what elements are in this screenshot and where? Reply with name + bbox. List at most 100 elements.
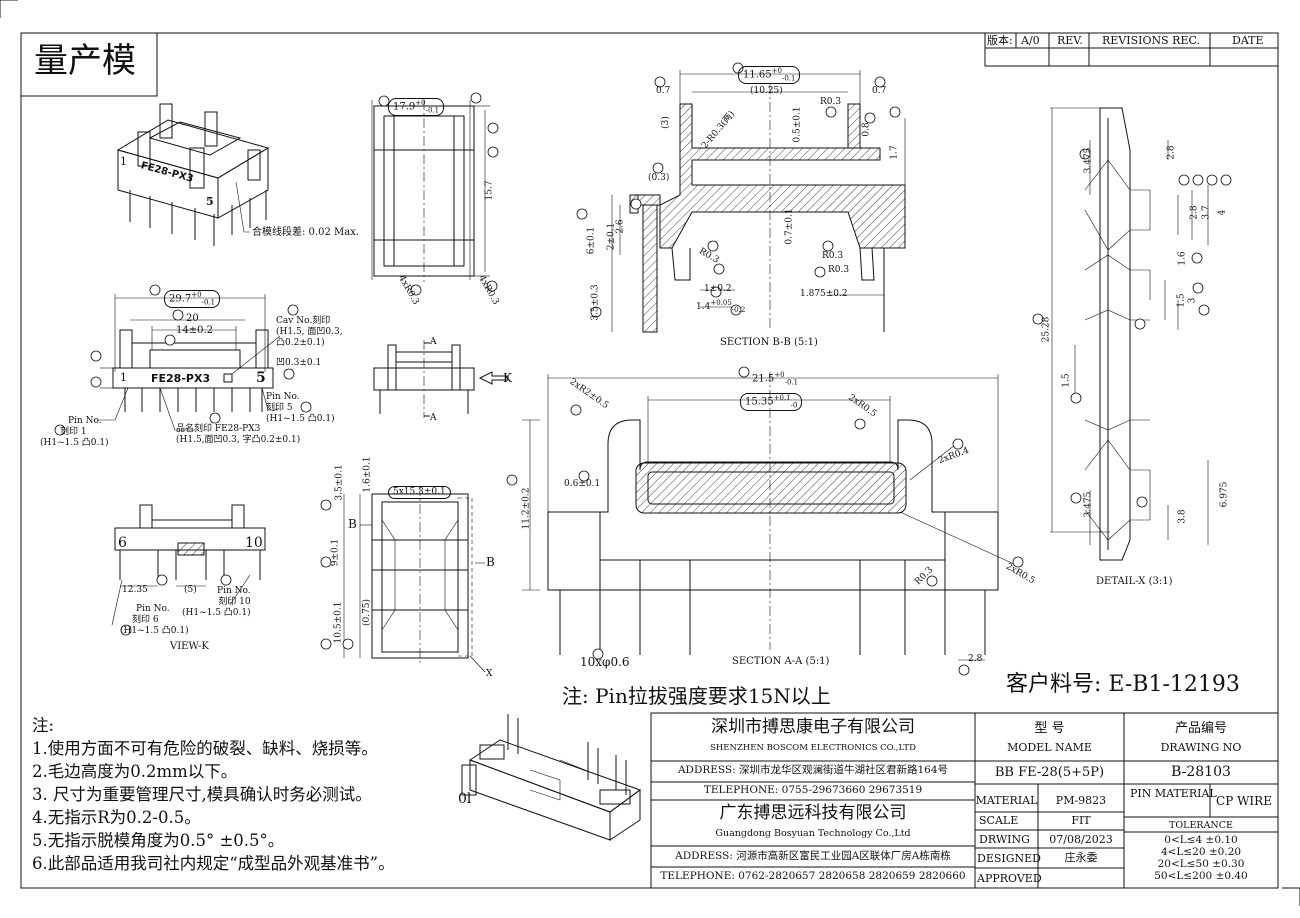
reference-balloon bbox=[590, 306, 602, 318]
reference-balloon bbox=[1032, 313, 1044, 325]
tolerance-row: 20<L≤50 ±0.30 bbox=[1157, 858, 1245, 870]
revisions-header: REVISIONS REC. bbox=[1102, 34, 1200, 47]
reference-balloon bbox=[149, 284, 161, 296]
reference-balloon bbox=[156, 574, 168, 586]
notes-list: 注: 1.使用方面不可有危险的破裂、缺料、烧损等。 2.毛边高度为0.2mm以下… bbox=[32, 714, 452, 875]
section-bb-title: SECTION B-B (5:1) bbox=[720, 337, 818, 348]
reference-balloon bbox=[487, 122, 499, 134]
drwing-value: 07/08/2023 bbox=[1049, 833, 1113, 846]
reference-balloon bbox=[630, 198, 642, 210]
reference-balloon bbox=[172, 309, 184, 321]
reference-balloon bbox=[1136, 496, 1148, 508]
detail-x-mark: X bbox=[486, 669, 493, 679]
reference-balloon bbox=[320, 638, 332, 650]
viewk-pin-ten: 10 bbox=[245, 535, 263, 551]
dim-14: 14±0.2 bbox=[176, 325, 214, 336]
dim-2-8: 2.8 bbox=[968, 654, 983, 664]
reference-balloon bbox=[825, 106, 837, 118]
section-bb bbox=[611, 70, 906, 333]
recess-callout: 凹0.3±0.1 bbox=[276, 358, 322, 368]
front-view bbox=[98, 294, 281, 431]
dim-3-det: 3 bbox=[1187, 297, 1198, 304]
dim-3: (3) bbox=[660, 116, 671, 129]
note-item: 1.使用方面不可有危险的破裂、缺料、烧损等。 bbox=[32, 739, 378, 758]
section-b-mark-left: B bbox=[348, 517, 357, 531]
reference-balloon bbox=[707, 240, 719, 252]
model-value: BB FE-28(5+5P) bbox=[994, 765, 1105, 780]
dim-2-6: 2.6 bbox=[615, 219, 626, 234]
section-b-mark-right: B bbox=[486, 555, 495, 569]
dim-4: 4 bbox=[1217, 209, 1228, 216]
reference-balloon bbox=[854, 418, 866, 430]
dim-1-6: 1.6±0.1 bbox=[362, 456, 373, 493]
reference-balloon bbox=[1178, 174, 1190, 186]
dim-11-65: 11.65+0-0.1 bbox=[738, 66, 801, 85]
dim-29-7: 29.7+0-0.1 bbox=[164, 290, 221, 309]
pin-strength-note: 注: Pin拉拔强度要求15N以上 bbox=[562, 684, 831, 708]
dim-0-8: 0.8 bbox=[861, 122, 872, 137]
customer-part-number: 客户料号: E-B1-12193 bbox=[1006, 672, 1240, 697]
tolerance-label: TOLERANCE bbox=[1169, 820, 1233, 831]
model-label-cn: 型 号 bbox=[1034, 721, 1065, 736]
dim-11-2: 11.2±0.2 bbox=[521, 487, 532, 530]
notes-heading: 注: bbox=[32, 716, 55, 735]
dim-3-7: 3.7 bbox=[1201, 205, 1212, 220]
reference-balloon bbox=[1191, 252, 1203, 264]
view-k-arrow-label: K bbox=[503, 371, 512, 385]
dim-0-7b: 0.7 bbox=[872, 86, 887, 96]
front-body-text: FE28-PX3 bbox=[151, 372, 211, 385]
reference-balloon bbox=[209, 412, 221, 424]
dim-r0-3d: R0.3 bbox=[828, 265, 850, 275]
dim-5: (5) bbox=[184, 585, 197, 595]
tolerance-row: 0<L≤4 ±0.10 bbox=[1164, 834, 1238, 846]
dim-9: 9±0.1 bbox=[330, 538, 341, 567]
drawing-label-en: DRAWING NO bbox=[1160, 741, 1242, 754]
reference-balloon bbox=[486, 280, 498, 292]
reference-balloon bbox=[889, 106, 901, 118]
reference-balloon bbox=[1070, 492, 1082, 504]
reference-balloon bbox=[487, 146, 499, 158]
telephone-1: TELEPHONE: 0755-29673660 29673519 bbox=[703, 784, 923, 796]
pin1-callout: Pin No.刻印 1(H1~1.5 凸0.1) bbox=[40, 416, 109, 448]
reference-balloon bbox=[342, 638, 354, 650]
reference-balloon bbox=[1192, 174, 1204, 186]
detail-x bbox=[1050, 107, 1209, 561]
rev-version-value: A/0 bbox=[1021, 34, 1040, 47]
reference-balloon bbox=[952, 438, 964, 450]
reference-balloon bbox=[926, 575, 938, 587]
reference-balloon bbox=[570, 404, 582, 416]
iso-pin-five: 5 bbox=[206, 195, 214, 208]
reference-balloon bbox=[506, 474, 518, 486]
iso-view-top bbox=[116, 103, 270, 246]
reference-balloon bbox=[300, 401, 312, 413]
dim-3-5b: 3.5±0.1 bbox=[334, 464, 345, 501]
reference-balloon bbox=[1134, 318, 1146, 330]
dim-3-5: 3.5±0.3 bbox=[590, 284, 601, 321]
svg-text:0l: 0l bbox=[458, 791, 472, 807]
reference-balloon bbox=[1070, 392, 1082, 404]
dim-0-6: 0.6±0.1 bbox=[564, 479, 601, 489]
material-value: PM-9823 bbox=[1055, 794, 1107, 807]
material-label: MATERIAL bbox=[975, 794, 1038, 807]
detail-x-title: DETAIL-X (3:1) bbox=[1096, 576, 1173, 587]
company-en: SHENZHEN BOSCOM ELECTRONICS CO.,LTD bbox=[710, 743, 916, 753]
mode-stamp: 量产模 bbox=[34, 41, 136, 81]
reference-balloon bbox=[90, 350, 102, 362]
dim-r0-3c: R0.3 bbox=[822, 251, 844, 261]
drawing-value: B-28103 bbox=[1171, 764, 1231, 780]
bottom-view bbox=[343, 486, 486, 673]
dim-3-475b: 3.475 bbox=[1083, 491, 1094, 518]
pin-material-value: CP WIRE bbox=[1216, 794, 1272, 808]
section-a-mark-bottom: A bbox=[430, 413, 437, 423]
dim-2-8b: 2.8 bbox=[1166, 145, 1177, 160]
reference-balloon bbox=[576, 208, 588, 220]
dim-0-3: (0.3) bbox=[648, 173, 670, 183]
pin10-callout: Pin No.刻印 10(H1~1.5 凸0.1) bbox=[182, 586, 251, 618]
note-item: 4.无指示R为0.2-0.5。 bbox=[32, 808, 201, 827]
rev-version-label: 版本: bbox=[987, 34, 1013, 47]
reference-balloon bbox=[470, 92, 482, 104]
reference-balloon bbox=[283, 368, 295, 380]
front-pin-one: 1 bbox=[120, 371, 127, 384]
dim-5x15: 5x15.3±0.1 bbox=[388, 486, 451, 499]
top-view bbox=[371, 100, 490, 282]
